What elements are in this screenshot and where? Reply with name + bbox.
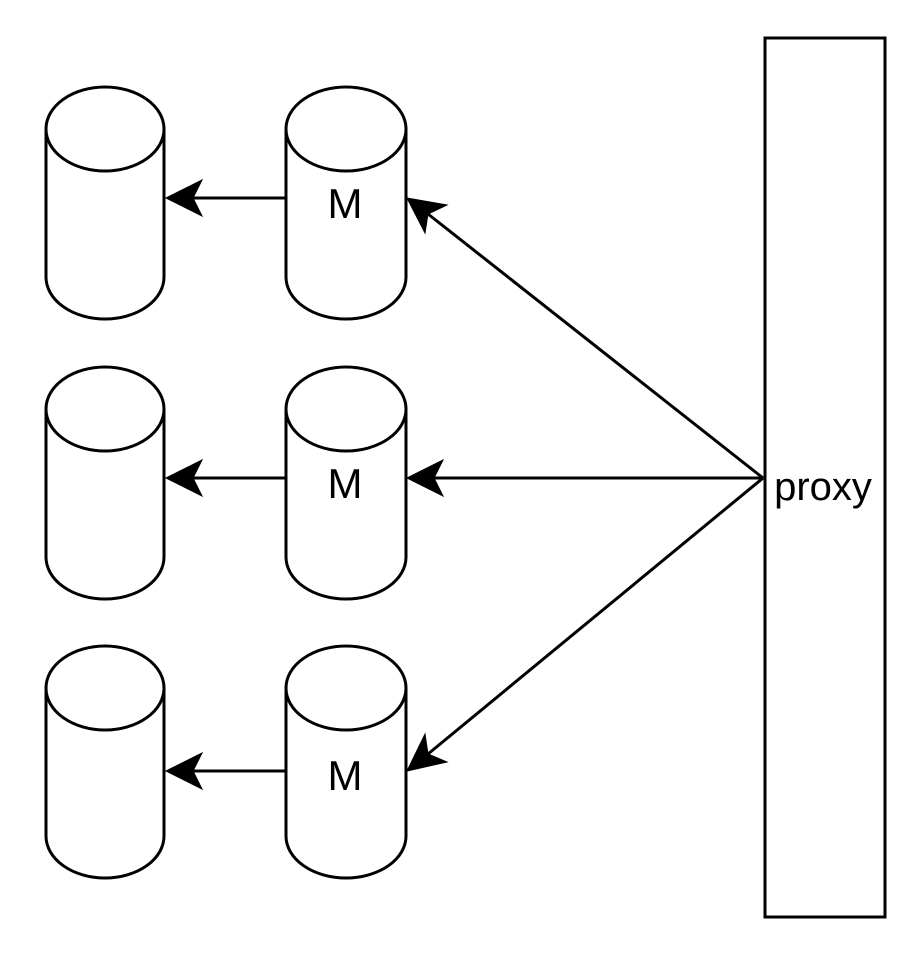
replica-database-1 — [44, 85, 166, 321]
proxy-node: proxy — [763, 36, 887, 919]
master-label: M — [328, 180, 363, 227]
proxy-box — [763, 36, 887, 919]
replication-arrow-2 — [164, 458, 286, 498]
proxy-label: proxy — [774, 465, 872, 509]
master-label: M — [328, 460, 363, 507]
replication-arrow-1 — [164, 178, 286, 218]
shard-row-2: M — [44, 365, 408, 601]
shard-row-1: M — [44, 85, 408, 321]
master-database-1: M — [284, 85, 408, 321]
replication-arrow-3 — [164, 751, 286, 791]
master-label: M — [328, 752, 363, 799]
routing-arrow-1 — [406, 197, 764, 480]
master-database-2: M — [284, 365, 408, 601]
replica-database-3 — [44, 644, 166, 880]
shard-row-3: M — [44, 644, 408, 880]
replica-database-2 — [44, 365, 166, 601]
routing-arrow-2 — [405, 458, 763, 498]
routing-arrow-3 — [406, 476, 764, 772]
master-database-3: M — [284, 644, 408, 880]
proxy-routing-arrows — [405, 197, 764, 772]
